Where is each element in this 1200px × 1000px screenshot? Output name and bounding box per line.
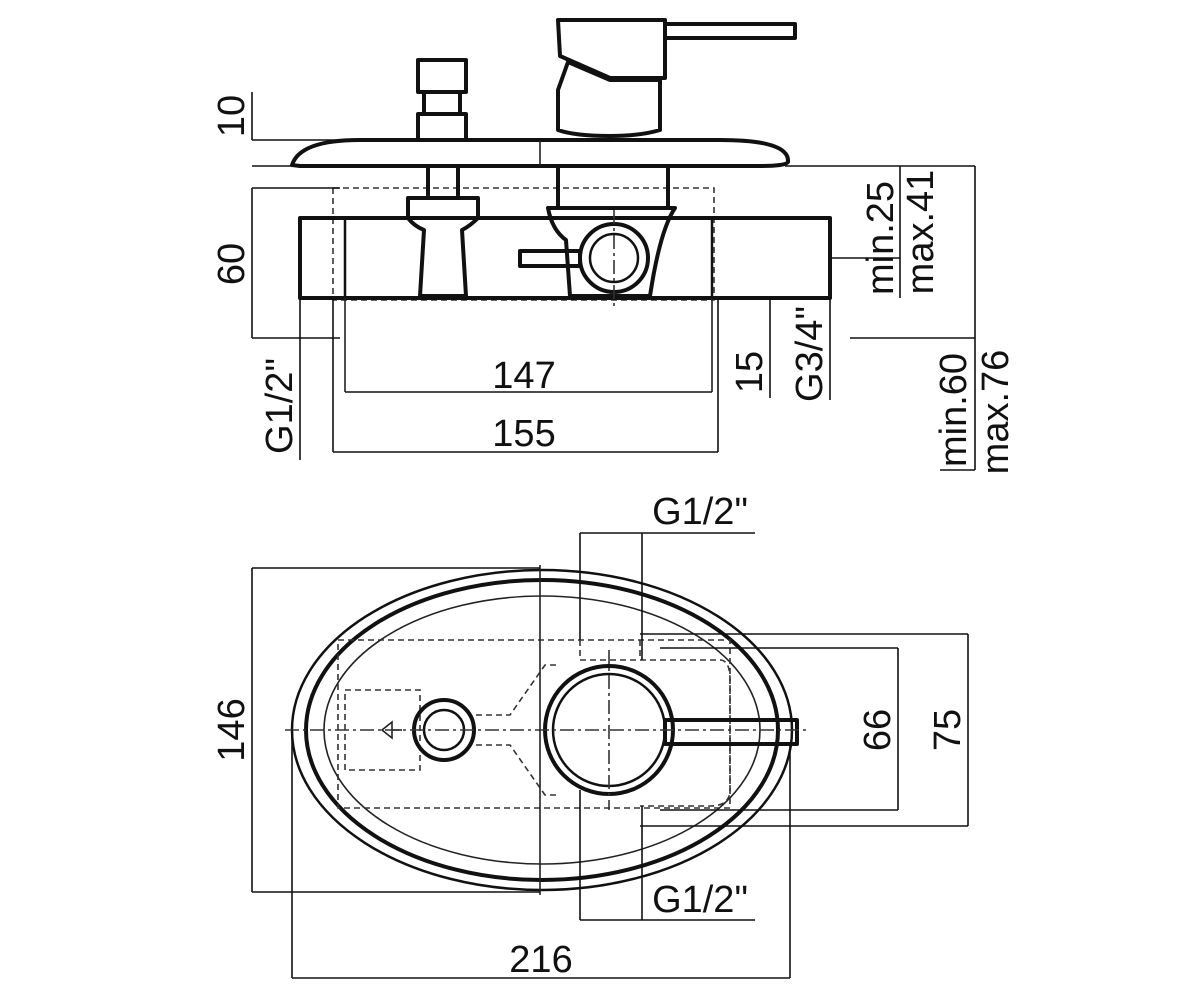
body-hidden-outline — [337, 639, 731, 809]
dim-146-label: 146 — [211, 698, 253, 761]
dim-216-label: 216 — [509, 939, 572, 981]
thread-top: G1/2" — [579, 491, 755, 660]
cover-plate — [290, 138, 790, 168]
dim-inner-66: 66 — [660, 647, 899, 811]
housing-box-outline — [332, 187, 715, 301]
min25-label: min.25 — [860, 181, 902, 295]
dim-body-height: 60 — [211, 187, 340, 339]
min60-label: min.60 — [933, 353, 975, 467]
thread-outlet: G3/4" — [789, 298, 831, 402]
max76-label: max.76 — [975, 350, 1017, 475]
dim-75-label: 75 — [927, 709, 969, 751]
g12-top-label: G1/2" — [652, 491, 748, 533]
dim-plate-height: 146 — [211, 567, 540, 893]
dim-box-length: 155 — [332, 300, 719, 455]
dim-depth-a: min.25 max.41 — [785, 165, 975, 298]
dim-66-label: 66 — [857, 709, 899, 751]
dim-depth-b: min.60 max.76 — [850, 166, 1017, 474]
top-view: 146 216 G1/2" G1/2" 66 — [211, 491, 969, 981]
g34-outlet-label: G3/4" — [789, 306, 831, 402]
dim-outlet-offset: 15 — [712, 297, 771, 398]
diverter-knob — [406, 58, 480, 298]
dim-body-length: 147 — [345, 355, 712, 397]
max41-label: max.41 — [900, 170, 942, 295]
side-view: 10 60 G1/2" 147 155 — [211, 18, 1017, 474]
thread-bottom: G1/2" — [579, 790, 755, 921]
thread-inlet: G1/2" — [259, 298, 301, 460]
dim-10-label: 10 — [211, 95, 253, 137]
g12-bottom-label: G1/2" — [652, 879, 748, 921]
dim-plate-width: 216 — [291, 730, 791, 981]
diverter-top — [344, 664, 560, 796]
dim-cover-thickness: 10 — [211, 92, 360, 167]
dim-155-label: 155 — [492, 413, 555, 455]
dim-60-label: 60 — [211, 243, 253, 285]
dim-147-label: 147 — [492, 355, 555, 397]
dim-inner-75: 75 — [640, 633, 969, 827]
mixer-cartridge — [518, 18, 797, 306]
g12-inlet-label: G1/2" — [259, 358, 301, 454]
dim-15-label: 15 — [729, 351, 771, 393]
